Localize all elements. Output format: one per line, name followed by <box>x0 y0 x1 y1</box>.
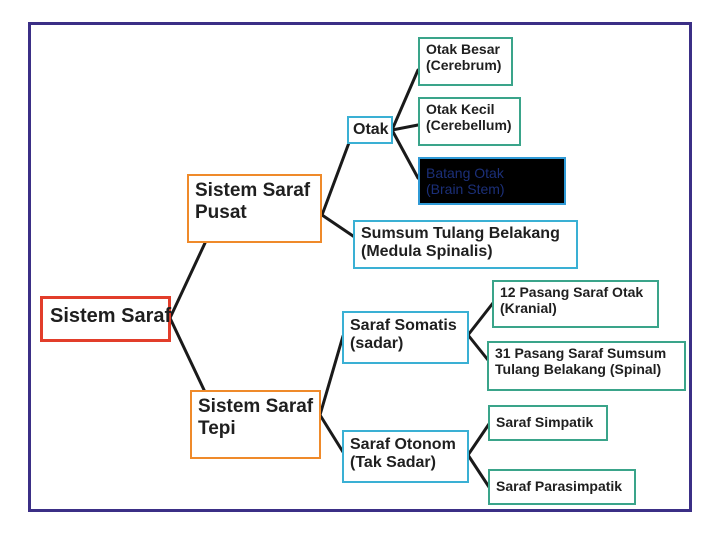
node-otak-besar-line2: (Cerebrum) <box>426 57 502 74</box>
node-simpatik-label: Saraf Simpatik <box>496 414 594 430</box>
node-otak: Otak <box>347 116 393 144</box>
node-otak-besar: Otak Besar (Cerebrum) <box>418 37 513 86</box>
node-spinal-line2: Tulang Belakang (Spinal) <box>495 361 662 378</box>
connector-pusat-otak <box>320 138 352 217</box>
connector-tepi-otonom <box>318 413 345 454</box>
connector-tepi-somatis <box>318 334 345 417</box>
node-pusat-line2: Pusat <box>195 201 247 223</box>
connector-otak-batang <box>390 128 420 180</box>
node-otonom-line2: (Tak Sadar) <box>350 454 436 472</box>
connector-root-tepi <box>168 316 207 394</box>
node-sistem-saraf: Sistem Saraf <box>40 296 171 342</box>
node-saraf-parasimpatik: Saraf Parasimpatik <box>488 469 636 505</box>
connector-otonom-parasimpatik <box>466 453 491 489</box>
node-batang-otak-line1: Batang Otak <box>426 165 504 181</box>
node-sistem-saraf-pusat: Sistem Saraf Pusat <box>187 174 322 243</box>
node-tepi-line1: Sistem Saraf <box>198 396 314 417</box>
connector-otak-kecil <box>390 123 420 132</box>
connector-somatis-spinal <box>466 333 490 362</box>
node-somatis-line1: Saraf Somatis <box>350 317 457 334</box>
node-kranial-line1: 12 Pasang Saraf Otak <box>500 284 644 300</box>
node-spinal-line1: 31 Pasang Saraf Sumsum <box>495 345 667 361</box>
connector-root-pusat <box>168 241 207 320</box>
node-sistem-saraf-label: Sistem Saraf <box>50 305 172 327</box>
node-batang-otak-line2: (Brain Stem) <box>426 181 505 198</box>
node-parasimpatik-label: Saraf Parasimpatik <box>496 478 623 494</box>
node-kranial-line2: (Kranial) <box>500 300 557 317</box>
node-otak-kecil-line2: (Cerebellum) <box>426 117 512 134</box>
node-otak-kecil: Otak Kecil (Cerebellum) <box>418 97 521 146</box>
node-otak-kecil-line1: Otak Kecil <box>426 101 495 117</box>
connector-somatis-kranial <box>466 301 495 337</box>
node-batang-otak: Batang Otak (Brain Stem) <box>418 157 566 205</box>
connector-otonom-simpatik <box>466 422 491 457</box>
connector-otak-besar <box>390 68 420 132</box>
node-otonom-line1: Saraf Otonom <box>350 436 456 453</box>
node-saraf-simpatik: Saraf Simpatik <box>488 405 608 441</box>
node-sumsum-line1: Sumsum Tulang Belakang <box>361 225 560 242</box>
node-saraf-somatis: Saraf Somatis (sadar) <box>342 311 469 364</box>
node-somatis-line2: (sadar) <box>350 335 404 353</box>
node-tepi-line2: Tepi <box>198 417 236 439</box>
node-saraf-kranial: 12 Pasang Saraf Otak (Kranial) <box>492 280 659 328</box>
node-otak-label: Otak <box>353 121 389 138</box>
node-otak-besar-line1: Otak Besar <box>426 41 500 57</box>
node-sistem-saraf-tepi: Sistem Saraf Tepi <box>190 390 321 459</box>
node-sumsum-tulang-belakang: Sumsum Tulang Belakang (Medula Spinalis) <box>353 220 578 269</box>
node-saraf-otonom: Saraf Otonom (Tak Sadar) <box>342 430 469 483</box>
node-pusat-line1: Sistem Saraf <box>195 180 311 201</box>
connector-pusat-sumsum <box>320 213 358 240</box>
node-sumsum-line2: (Medula Spinalis) <box>361 243 493 261</box>
node-saraf-spinal: 31 Pasang Saraf Sumsum Tulang Belakang (… <box>487 341 686 391</box>
